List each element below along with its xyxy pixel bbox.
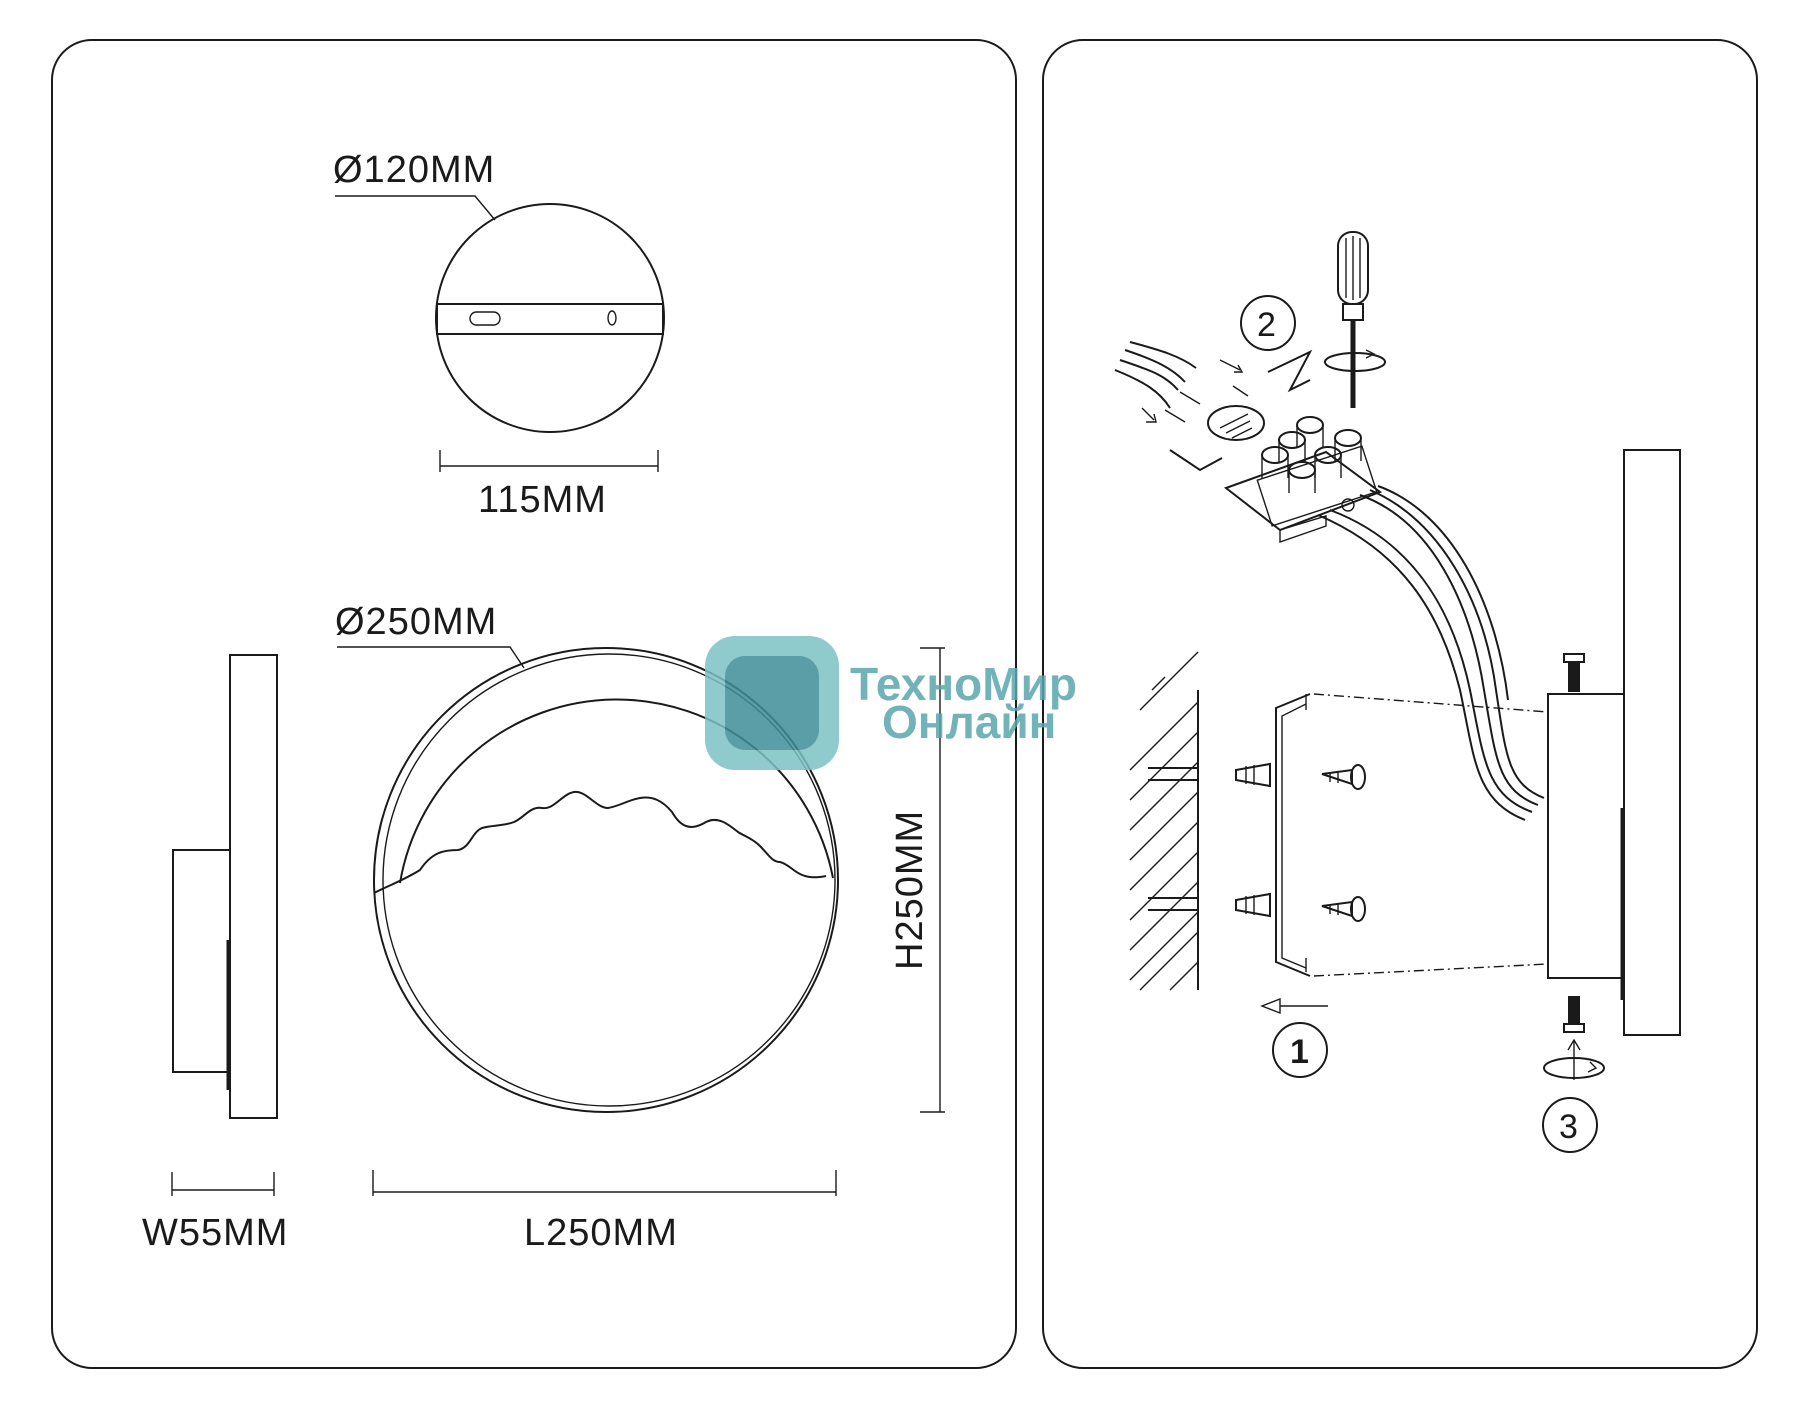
mounting-slot-hole — [469, 311, 501, 326]
projection-line-bottom — [1313, 963, 1549, 977]
lamp-side-base — [172, 849, 231, 1073]
terminal-block-icon — [1223, 416, 1383, 543]
rotate-arrow-icon — [1543, 1057, 1605, 1079]
base-width-label: 115MM — [478, 479, 607, 521]
dimensions-panel-frame — [51, 39, 1017, 1369]
step-2-badge — [1240, 295, 1296, 351]
rotate-arrow-icon — [1324, 349, 1386, 372]
fixing-screw-top — [1563, 653, 1585, 692]
lamp-side-view: W55MM — [142, 654, 288, 1254]
base-diameter-label: Ø120MM — [333, 149, 495, 191]
neutral-mark-icon — [1267, 349, 1313, 393]
installation-panel: 2 — [1042, 39, 1758, 1369]
step-3-badge — [1542, 1097, 1598, 1153]
installation-panel-frame — [1042, 39, 1758, 1369]
watermark-line-2: Онлайн — [882, 696, 1056, 748]
watermark: ТехноМир Онлайн — [705, 636, 1077, 770]
base-diameter-leader — [335, 195, 496, 221]
dowel-icon — [1235, 762, 1271, 918]
mounting-bar — [436, 303, 664, 335]
live-mark-icon — [1169, 449, 1223, 472]
screw-icon — [1321, 764, 1366, 922]
lamp-disk-side — [1623, 449, 1681, 1036]
lamp-outer-ring — [373, 647, 839, 1113]
step-2-number: 2 — [1257, 306, 1276, 344]
step-1-badge — [1272, 1022, 1328, 1078]
lamp-inner-ring — [382, 653, 836, 1107]
lamp-inner-arc — [399, 698, 834, 884]
mounting-plate-view: Ø120MM 115MM — [333, 149, 665, 521]
lamp-diameter-label: Ø250MM — [335, 601, 497, 643]
dimensions-panel: Ø120MM 115MM W55MM Ø250MM — [51, 39, 1017, 1369]
watermark-logo-inner — [725, 656, 819, 750]
depth-label: W55MM — [142, 1212, 288, 1254]
step-3-number: 3 — [1559, 1108, 1578, 1146]
projection-line-top — [1313, 693, 1549, 713]
mounting-bracket — [1275, 693, 1311, 977]
wall-hatch — [1129, 651, 1199, 991]
step-1-number: 1 — [1290, 1033, 1309, 1071]
watermark-line-1: ТехноМир — [850, 658, 1077, 710]
height-label: H250MM — [889, 810, 931, 970]
supply-wires — [1114, 341, 1249, 423]
fixing-screw-bottom — [1563, 996, 1585, 1080]
step-1-arrow-head — [1260, 997, 1281, 1015]
lamp-base-box — [1547, 693, 1625, 979]
lamp-mountain-edge — [373, 790, 827, 894]
lamp-front-view: Ø250MM H250MM L250MM — [335, 601, 945, 1254]
lamp-side-disk — [229, 654, 278, 1119]
lamp-wires — [1317, 485, 1545, 821]
length-label: L250MM — [524, 1212, 678, 1254]
screwdriver-icon — [1337, 231, 1369, 408]
mounting-round-hole — [607, 310, 617, 326]
ground-symbol-icon — [1207, 405, 1265, 441]
lamp-diameter-leader — [337, 646, 525, 669]
